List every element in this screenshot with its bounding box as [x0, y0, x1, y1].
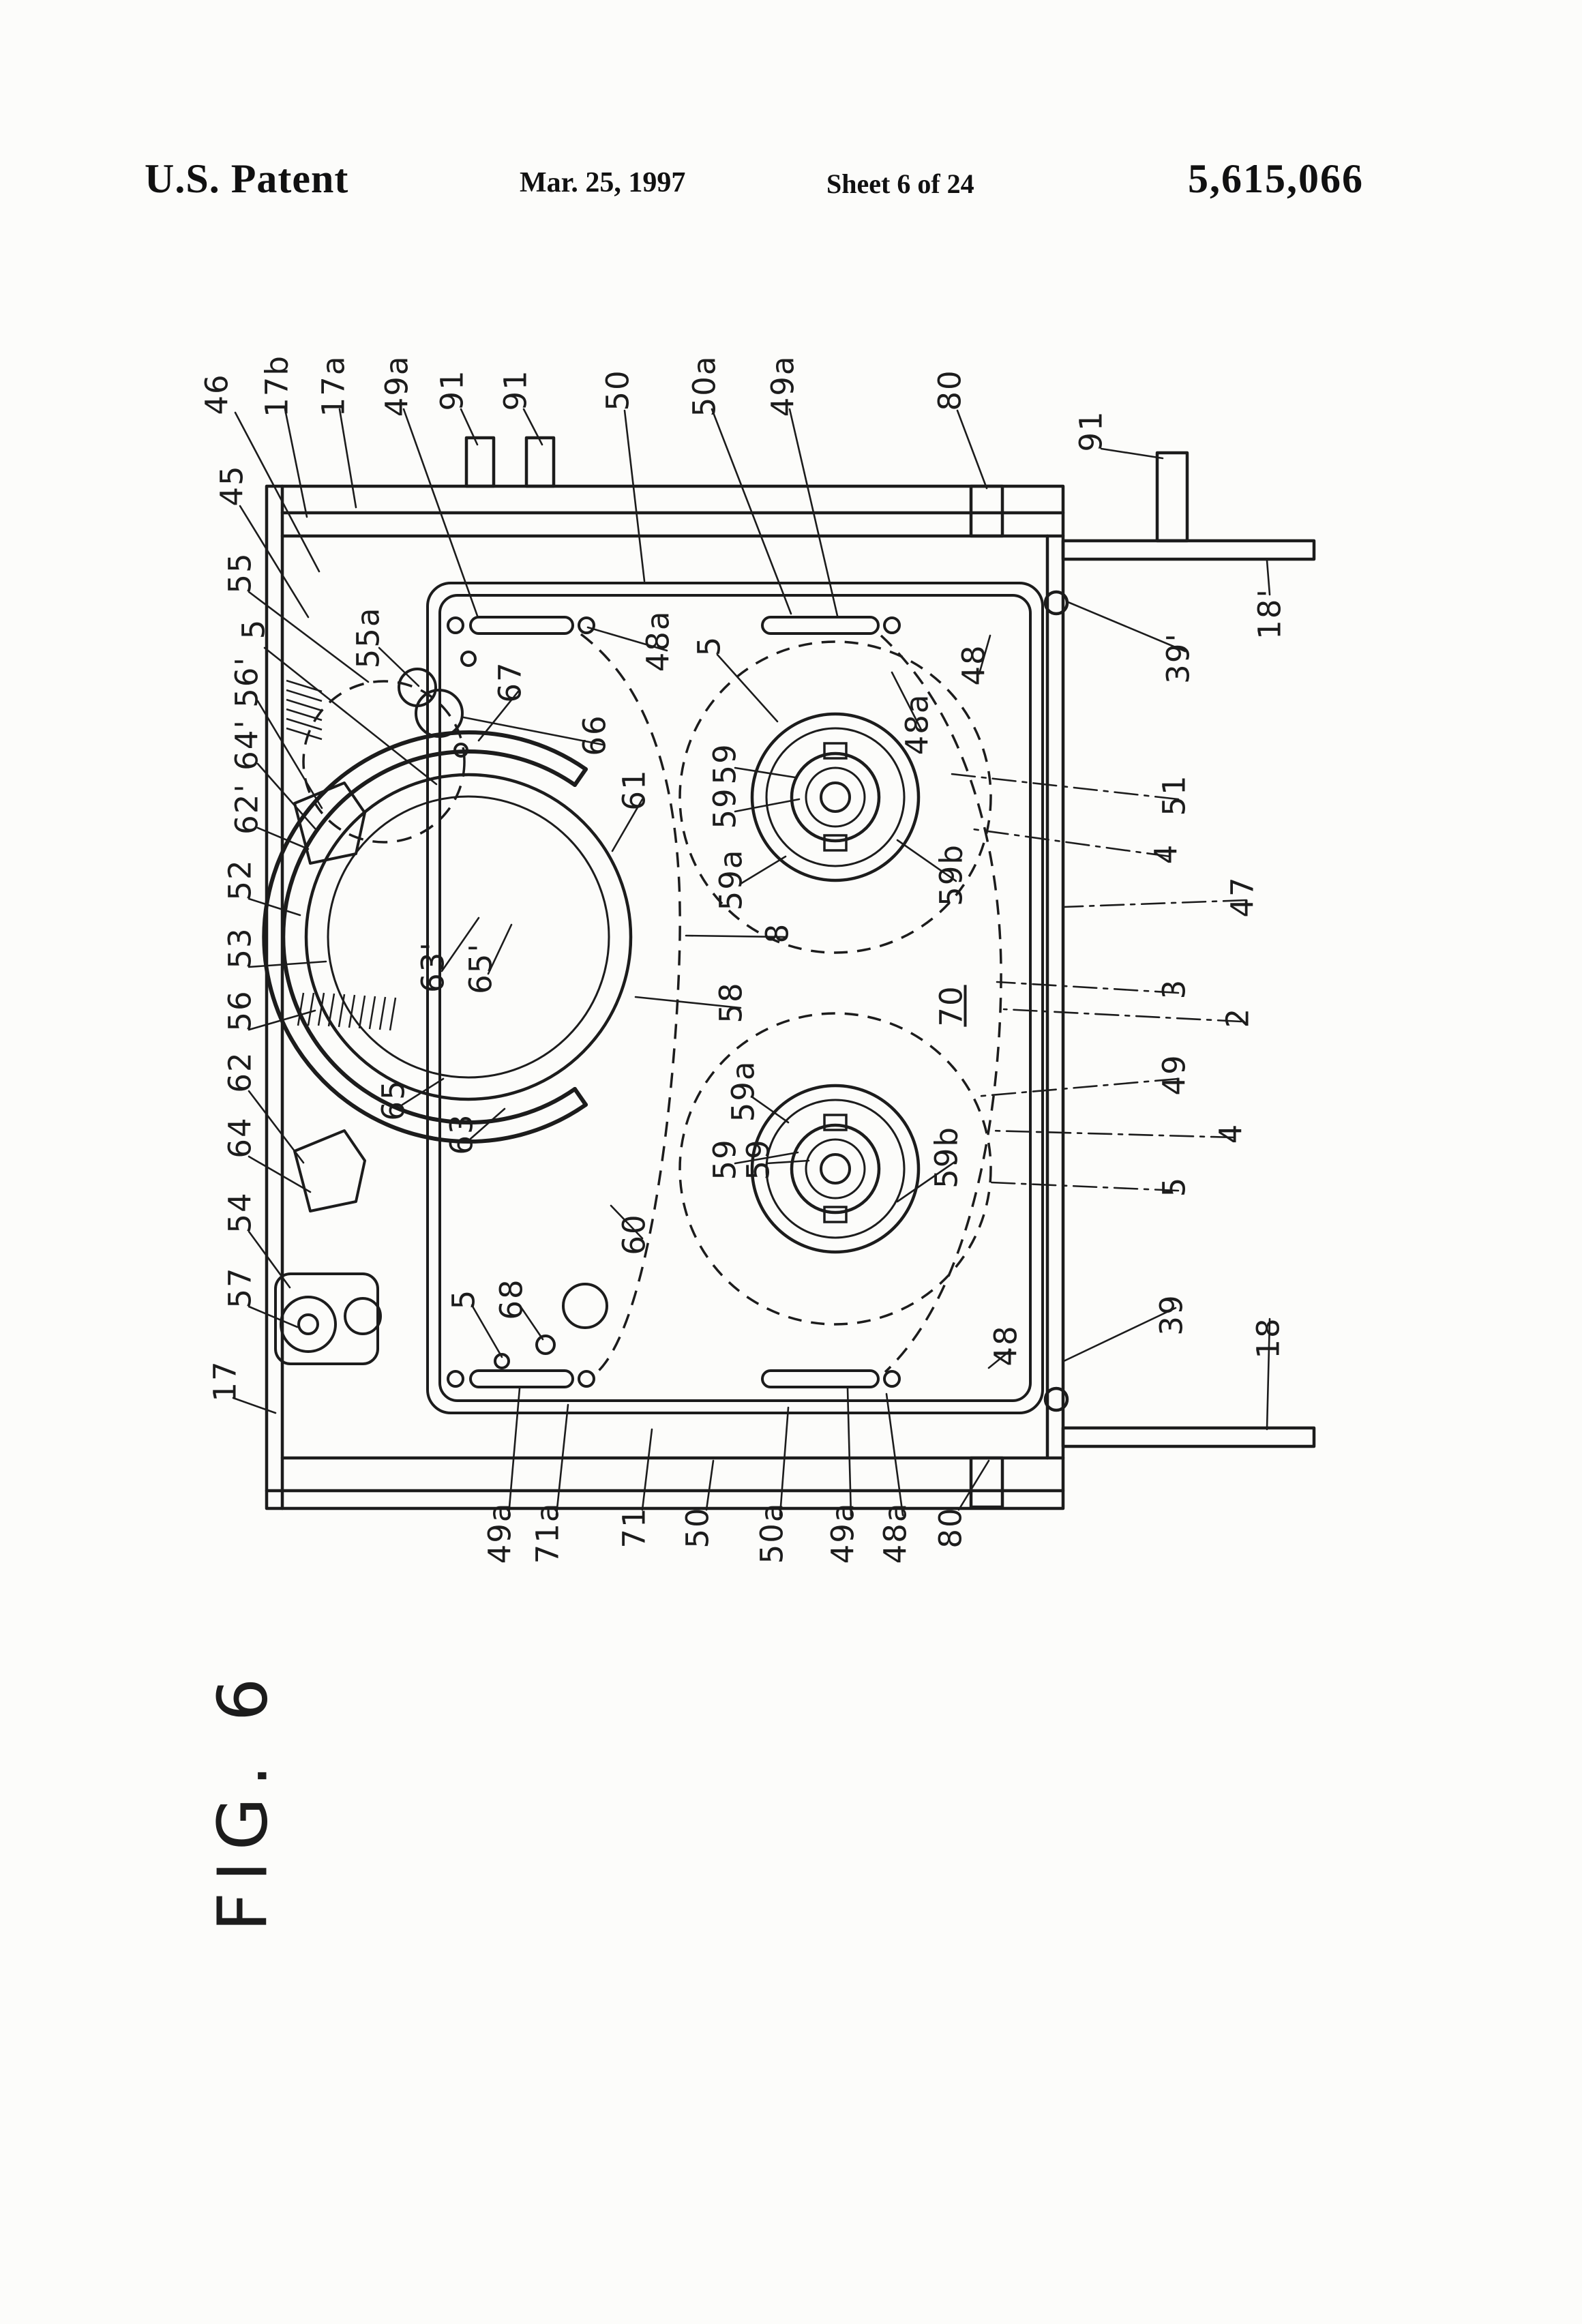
patent-header: U.S. Patent Mar. 25, 1997 Sheet 6 of 24 … [0, 155, 1582, 217]
patent-date: Mar. 25, 1997 [520, 167, 686, 198]
figure-caption: FIG. 6 [169, 1642, 316, 1956]
patent-number: 5,615,066 [1188, 156, 1364, 201]
sheet-number: Sheet 6 of 24 [826, 168, 974, 199]
section-leader-lines [950, 773, 1248, 1192]
figure-caption-text: FIG. 6 [203, 1667, 283, 1931]
deck-plate [426, 582, 1044, 1414]
mechanism-parts [274, 651, 608, 1369]
lower-reel [678, 1012, 992, 1326]
leader-lines [232, 408, 1271, 1517]
chassis-outline [265, 436, 1316, 1510]
spring-hatching [286, 679, 397, 1031]
tape-path [302, 633, 1002, 1373]
upper-reel [678, 640, 992, 954]
patent-title: U.S. Patent [145, 156, 349, 201]
